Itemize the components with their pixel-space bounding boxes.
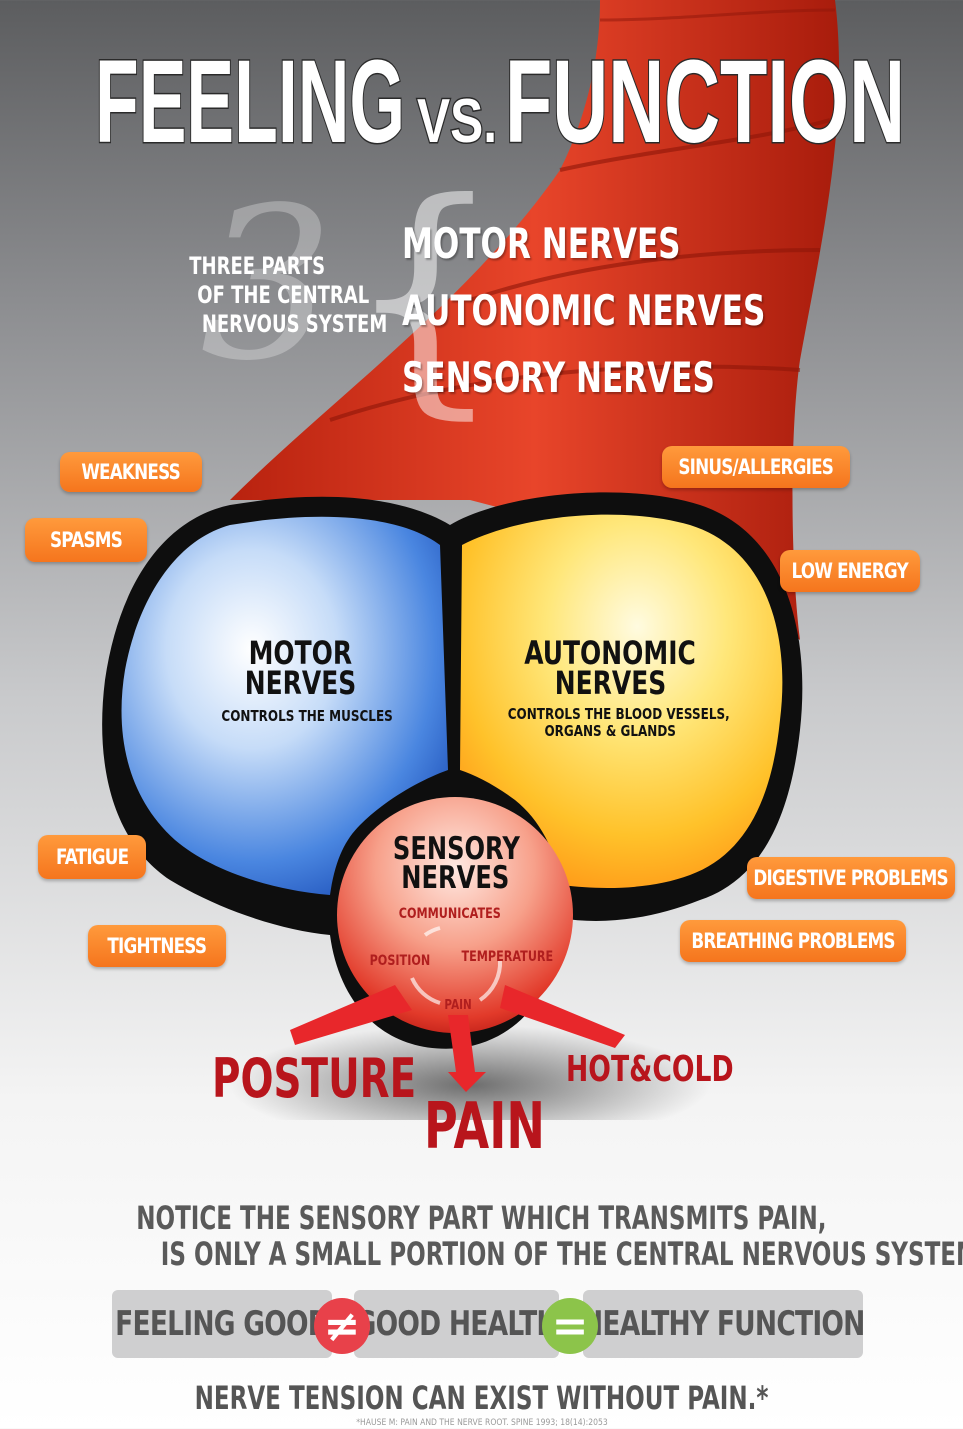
title-feeling: FEELING	[95, 36, 405, 160]
intro-parts-list: MOTOR NERVES AUTONOMIC NERVES SENSORY NE…	[402, 210, 893, 411]
hot-cold-arrow	[500, 985, 625, 1048]
output-hot-cold: HOT&COLD	[566, 1049, 734, 1090]
callout-spasms: SPASMS	[25, 518, 147, 562]
posture-arrow	[290, 985, 412, 1045]
output-posture: POSTURE	[212, 1047, 417, 1110]
output-arrows	[290, 985, 625, 1092]
pain-arrow	[448, 1015, 486, 1092]
motor-title-line: NERVES	[244, 664, 356, 702]
cycle-position: POSITION	[369, 953, 431, 969]
callout-sinus-allergies: SINUS/ALLERGIES	[662, 446, 850, 488]
cycle-pain: PAIN	[444, 998, 472, 1013]
title-vs: VS.	[417, 87, 497, 156]
title-function: FUNCTION	[505, 36, 905, 160]
equals-icon: =	[542, 1298, 598, 1354]
notice-text: NOTICE THE SENSORY PART WHICH TRANSMITS …	[0, 1200, 963, 1272]
intro-part-motor: MOTOR NERVES	[402, 219, 681, 268]
autonomic-label: AUTONOMIC NERVES CONTROLS THE BLOOD VESS…	[480, 634, 740, 740]
intro-caption-line: THREE PARTS	[189, 252, 325, 280]
sensory-title-line: NERVES	[400, 860, 510, 896]
intro-caption-line: NERVOUS SYSTEM	[201, 310, 388, 338]
equation-healthy-function: HEALTHY FUNCTION	[581, 1290, 866, 1358]
callout-weakness: WEAKNESS	[60, 452, 202, 492]
callout-low-energy: LOW ENERGY	[780, 550, 920, 592]
autonomic-title-line: NERVES	[554, 664, 666, 702]
motor-desc: CONTROLS THE MUSCLES	[221, 707, 393, 725]
citation: *HAUSE M: PAIN AND THE NERVE ROOT. SPINE…	[355, 1418, 608, 1428]
intro-caption: THREE PARTS OF THE CENTRAL NERVOUS SYSTE…	[140, 252, 387, 339]
not-equal-icon: ≠	[314, 1298, 370, 1354]
three-numeral: 3	[200, 162, 334, 407]
sensory-cycle-arrows	[410, 926, 503, 1005]
sensory-label: SENSORY NERVES	[375, 831, 535, 896]
equation-good-health: GOOD HEALTH	[354, 1290, 559, 1358]
footer-statement: NERVE TENSION CAN EXIST WITHOUT PAIN.*	[194, 1379, 769, 1417]
motor-label: MOTOR NERVES CONTROLS THE MUSCLES	[200, 634, 400, 726]
notice-line: IS ONLY A SMALL PORTION OF THE CENTRAL N…	[160, 1235, 963, 1273]
output-pain: PAIN	[424, 1090, 545, 1164]
callout-breathing-problems: BREATHING PROBLEMS	[680, 920, 906, 962]
cycle-communicates: COMMUNICATES	[398, 906, 501, 922]
page-title: FEELING VS. FUNCTION	[94, 30, 915, 170]
intro-part-sensory: SENSORY NERVES	[402, 353, 715, 402]
motor-title-line: MOTOR	[248, 634, 352, 672]
intro-caption-line: OF THE CENTRAL	[197, 281, 370, 309]
callout-digestive-problems: DIGESTIVE PROBLEMS	[747, 857, 955, 899]
callout-tightness: TIGHTNESS	[88, 925, 226, 967]
nerve-diagram	[102, 492, 803, 1120]
autonomic-desc-line: CONTROLS THE BLOOD VESSELS,	[507, 705, 730, 723]
autonomic-desc-line: ORGANS & GLANDS	[544, 722, 676, 740]
cycle-temperature: TEMPERATURE	[461, 949, 554, 965]
autonomic-nerves-region	[460, 514, 783, 888]
notice-line: NOTICE THE SENSORY PART WHICH TRANSMITS …	[136, 1199, 827, 1237]
sensory-nerves-region	[337, 797, 573, 1033]
intro-part-autonomic: AUTONOMIC NERVES	[402, 286, 766, 335]
brace: {	[345, 149, 505, 440]
sensory-title-line: SENSORY	[392, 831, 520, 867]
equation-feeling-good: FEELING GOOD	[112, 1290, 332, 1358]
motor-nerves-region	[121, 516, 448, 895]
callout-fatigue: FATIGUE	[38, 835, 146, 879]
autonomic-title-line: AUTONOMIC	[524, 634, 696, 672]
